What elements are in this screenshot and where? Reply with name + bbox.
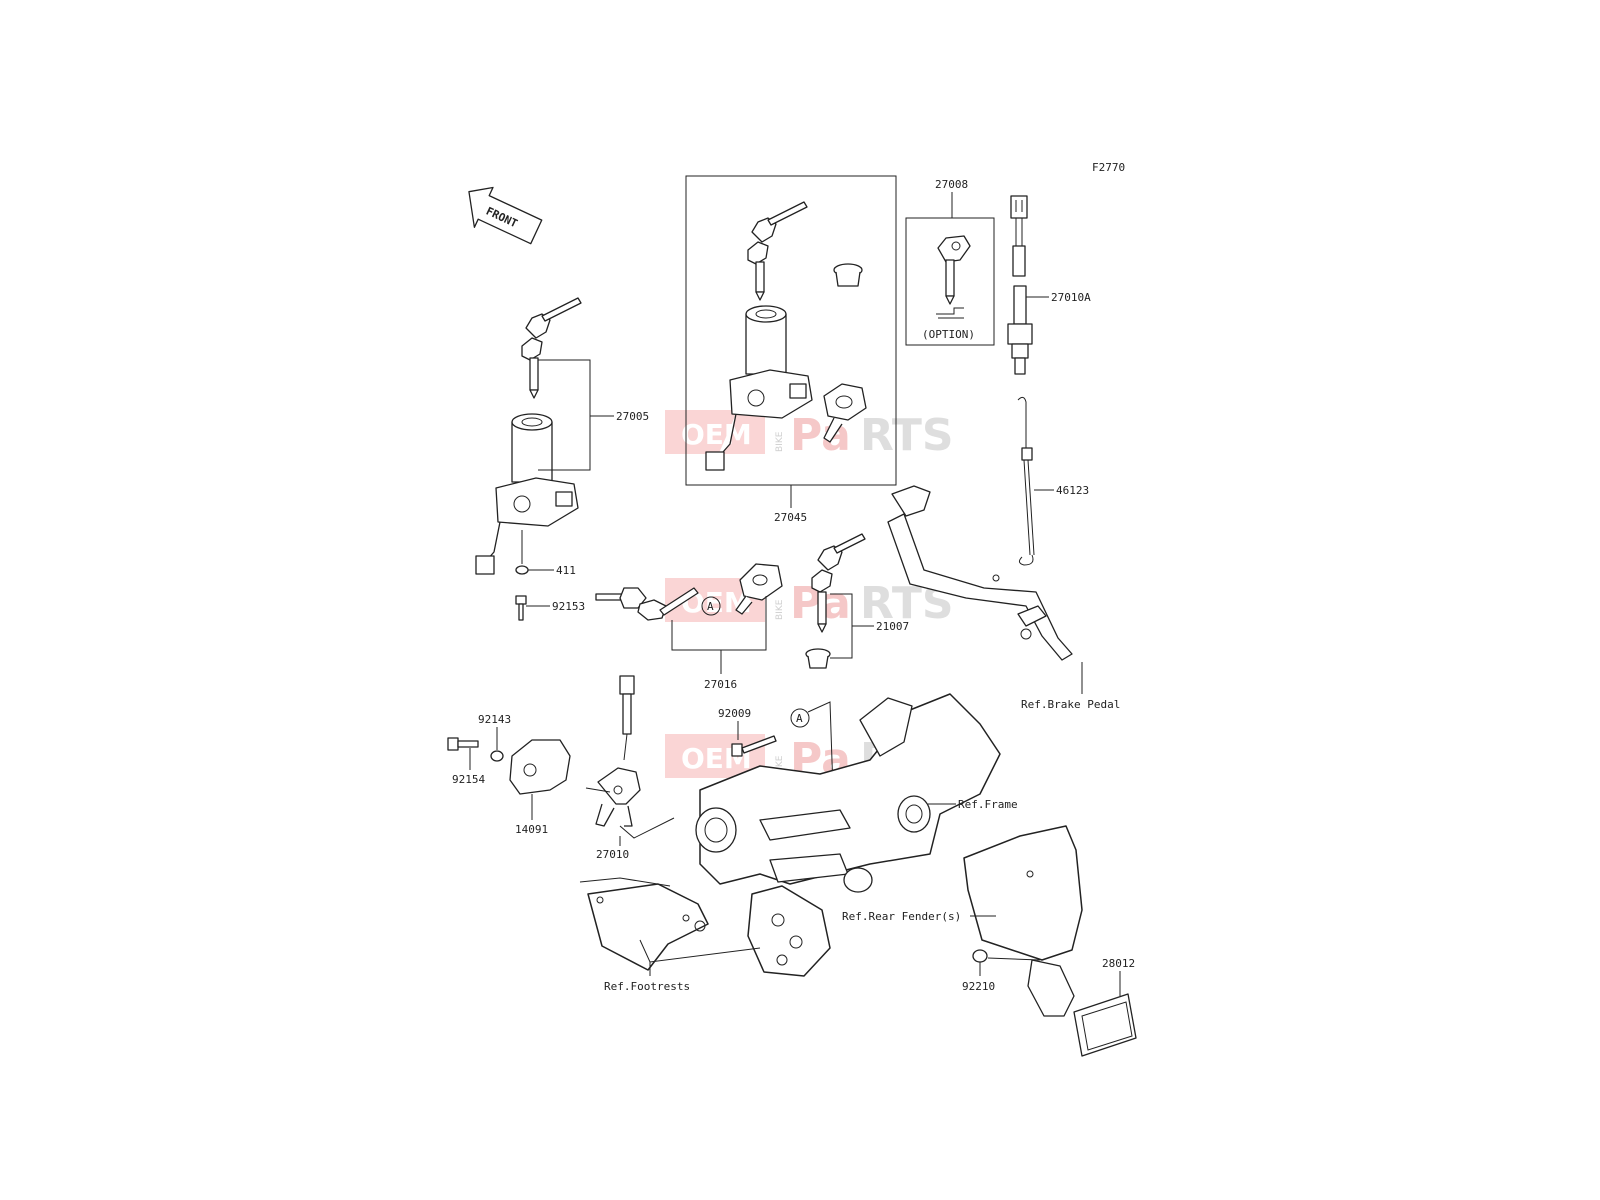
part-46123-spring	[1017, 396, 1035, 566]
callout-a-2-label: A	[796, 712, 803, 725]
svg-text:BIKE: BIKE	[775, 431, 785, 452]
label-46123: 46123	[1056, 484, 1089, 497]
callout-a-1	[701, 596, 721, 616]
part-92153-bolt	[515, 595, 527, 621]
label-92210: 92210	[962, 980, 995, 993]
brake-pedal	[887, 485, 1073, 661]
part-27005-keys	[521, 297, 582, 399]
label-27005: 27005	[616, 410, 649, 423]
label-27008: 27008	[935, 178, 968, 191]
part-28012-reflector	[1073, 993, 1137, 1057]
part-27005-lock-body	[475, 413, 579, 575]
label-92154: 92154	[452, 773, 485, 786]
callout-a-1-label: A	[707, 600, 714, 613]
option-key	[936, 235, 971, 319]
label-92009: 92009	[718, 707, 751, 720]
part-27016-keys	[595, 563, 783, 621]
part-92143-washer	[490, 750, 504, 762]
label-92153: 92153	[552, 600, 585, 613]
kit-27045-seat-lock	[823, 383, 867, 443]
part-27010A-switch	[1007, 195, 1033, 375]
label-27010: 27010	[596, 848, 629, 861]
svg-text:BIKE: BIKE	[775, 599, 785, 620]
part-14091-cover	[509, 739, 571, 795]
svg-text:OEM: OEM	[681, 418, 752, 451]
part-21007-lockset	[805, 533, 866, 669]
option-key-box	[905, 217, 995, 346]
label-14091: 14091	[515, 823, 548, 836]
part-92210-nut	[972, 949, 988, 963]
option-label: (OPTION)	[922, 328, 975, 341]
figure-code: F2770	[1092, 161, 1125, 174]
footrest-plate	[587, 883, 709, 971]
label-92143: 92143	[478, 713, 511, 726]
ref-brake-pedal: Ref.Brake Pedal	[1021, 698, 1120, 711]
ref-rear-fender: Ref.Rear Fender(s)	[842, 910, 961, 923]
svg-text:BIKE: BIKE	[775, 755, 785, 776]
ref-footrests: Ref.Footrests	[604, 980, 690, 993]
part-92154-bolt	[447, 737, 479, 751]
frame	[695, 693, 1001, 977]
part-411-washer	[515, 565, 529, 575]
rear-fender	[963, 825, 1083, 1017]
front-arrow: FRONT	[468, 186, 543, 245]
label-28012: 28012	[1102, 957, 1135, 970]
label-27010A: 27010A	[1051, 291, 1091, 304]
callout-a-2	[790, 708, 810, 728]
part-27010-switch	[595, 675, 641, 827]
part-92009-bolt	[731, 735, 777, 757]
label-411: 411	[556, 564, 576, 577]
label-21007: 21007	[876, 620, 909, 633]
label-27045: 27045	[774, 511, 807, 524]
kit-27045-keys	[747, 201, 808, 301]
label-27016: 27016	[704, 678, 737, 691]
kit-27045-lock-cylinder	[705, 305, 813, 471]
ref-frame: Ref.Frame	[958, 798, 1018, 811]
svg-text:RTS: RTS	[860, 410, 954, 461]
kit-27045-cap	[833, 263, 863, 287]
